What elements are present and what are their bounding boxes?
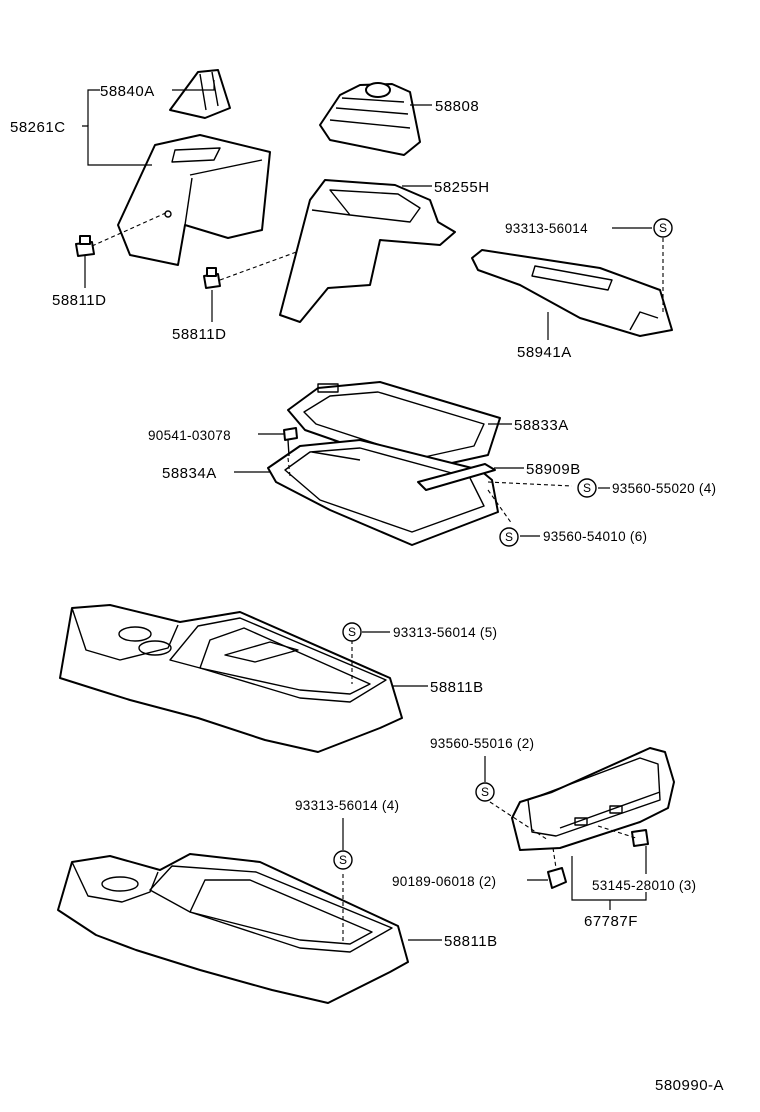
label-58811d-left: 58811D <box>52 292 106 309</box>
label-58811d-right: 58811D <box>172 326 226 343</box>
label-58840a: 58840A <box>100 83 155 100</box>
housing-58255h <box>279 179 456 323</box>
s-symbol-6: S <box>333 850 353 870</box>
label-58833a: 58833A <box>514 417 569 434</box>
s-symbol-letter: S <box>348 625 356 639</box>
clip-90189-06018 <box>547 867 567 889</box>
box-67787f <box>511 747 675 851</box>
s-symbol-letter: S <box>481 785 489 799</box>
bracket-58909b <box>417 463 496 491</box>
label-58909b: 58909B <box>526 461 581 478</box>
label-93313-56014-5: 93313-56014 (5) <box>393 625 497 640</box>
s-symbol-letter: S <box>339 853 347 867</box>
label-67787f: 67787F <box>584 913 638 930</box>
frame-58833a <box>287 381 501 471</box>
label-90189-06018: 90189-06018 (2) <box>392 874 496 889</box>
s-symbol-letter: S <box>583 481 591 495</box>
panel-58261c <box>117 134 271 266</box>
clip-58811d-left <box>75 235 95 257</box>
clip-53145-28010 <box>631 829 649 847</box>
console-58811b-upper <box>59 604 403 753</box>
label-93313-56014-4: 93313-56014 (4) <box>295 798 399 813</box>
s-symbol-5: S <box>475 782 495 802</box>
label-58941a: 58941A <box>517 344 572 361</box>
label-93560-55016: 93560-55016 (2) <box>430 736 534 751</box>
s-symbol-letter: S <box>659 221 667 235</box>
label-93560-54010: 93560-54010 (6) <box>543 529 647 544</box>
label-93560-55020: 93560-55020 (4) <box>612 481 716 496</box>
label-58255h: 58255H <box>434 179 490 196</box>
label-58834a: 58834A <box>162 465 217 482</box>
label-58261c: 58261C <box>10 119 66 136</box>
label-58811b-lower: 58811B <box>444 933 498 950</box>
s-symbol-2: S <box>577 478 597 498</box>
label-58811b-upper: 58811B <box>430 679 484 696</box>
s-symbol-letter: S <box>505 530 513 544</box>
label-58808: 58808 <box>435 98 479 115</box>
clip-58811d-right <box>203 267 221 289</box>
bolt-90541-03078 <box>283 427 298 457</box>
shift-boot-58808 <box>319 82 421 156</box>
tray-58834a <box>267 439 499 546</box>
s-symbol-1: S <box>653 218 673 238</box>
console-58811b-lower <box>57 853 409 1004</box>
s-symbol-4: S <box>342 622 362 642</box>
label-93313-56014: 93313-56014 <box>505 221 588 236</box>
s-symbol-3: S <box>499 527 519 547</box>
label-53145-28010: 53145-28010 (3) <box>592 878 696 893</box>
shift-boot-58840a <box>169 69 231 119</box>
trim-58941a <box>471 249 673 337</box>
label-90541-03078: 90541-03078 <box>148 428 231 443</box>
figure-code: 580990-A <box>655 1077 724 1094</box>
